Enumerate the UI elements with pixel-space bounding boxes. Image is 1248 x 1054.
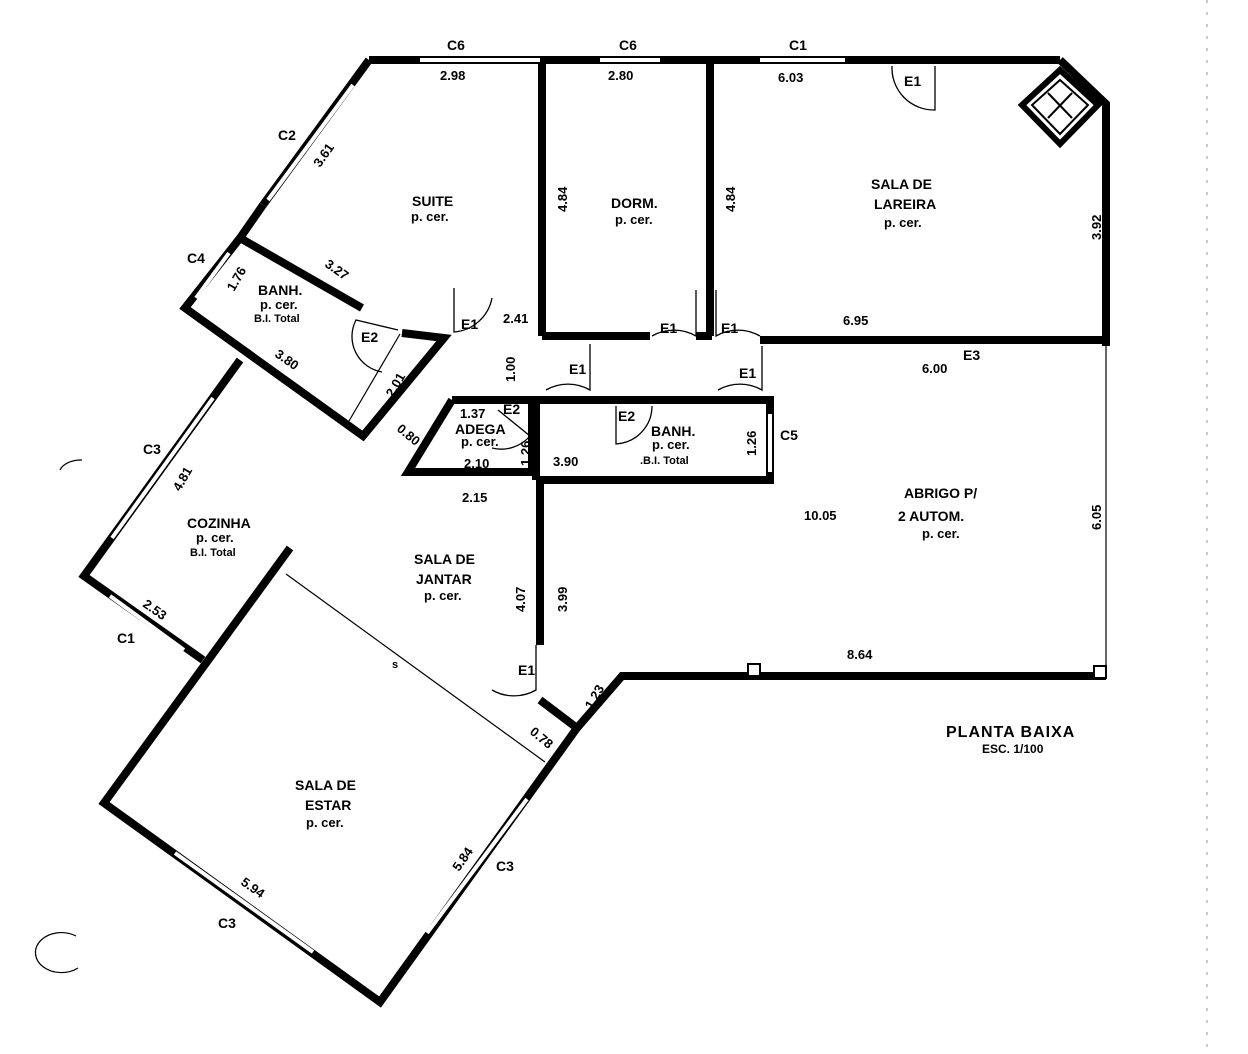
dim-390: 3.90 xyxy=(553,454,578,469)
plan-title-block: PLANTA BAIXA ESC. 1/100 xyxy=(946,724,1075,756)
scan-marks xyxy=(34,0,1208,1054)
tag-e1e: E1 xyxy=(739,365,756,381)
dim-327: 3.27 xyxy=(322,256,351,283)
tag-e1d: E1 xyxy=(569,361,586,377)
dim-600: 6.00 xyxy=(922,361,947,376)
dim-s: s xyxy=(392,659,398,671)
room-adega-floor: p. cer. xyxy=(461,434,499,449)
room-abrigo-name1: ABRIGO P/ xyxy=(904,485,977,501)
tag-c4: C4 xyxy=(187,250,205,266)
room-labels: SUITE p. cer. DORM. p. cer. SALA DE LARE… xyxy=(187,176,977,830)
dim-1005: 10.05 xyxy=(804,508,837,523)
room-lareira-floor: p. cer. xyxy=(884,215,922,230)
room-estar-name2: ESTAR xyxy=(305,797,351,813)
tag-c6b: C6 xyxy=(619,37,637,53)
room-abrigo-floor: p. cer. xyxy=(922,526,960,541)
dim-594: 5.94 xyxy=(238,874,268,901)
columns xyxy=(747,663,1107,679)
tag-e3: E3 xyxy=(963,347,980,363)
room-jantar-name1: SALA DE xyxy=(414,551,475,567)
dim-210: 2.10 xyxy=(464,456,489,471)
tags: C6 C6 C1 E1 C2 C4 E2 E1 E1 E1 E1 E1 E3 E… xyxy=(117,37,980,931)
dim-137: 1.37 xyxy=(460,406,485,421)
room-lareira-name1: SALA DE xyxy=(871,176,932,192)
dim-078: 0.78 xyxy=(527,724,556,752)
dim-126b: 1.26 xyxy=(744,431,759,456)
dim-605: 6.05 xyxy=(1089,505,1104,530)
fireplace-icon xyxy=(1017,65,1103,149)
room-estar-name1: SALA DE xyxy=(295,777,356,793)
dim-864: 8.64 xyxy=(847,647,873,662)
room-jantar-floor: p. cer. xyxy=(424,588,462,603)
dim-380: 3.80 xyxy=(272,346,301,373)
room-banh1-finish: B.I. Total xyxy=(254,313,300,325)
tag-e1-top: E1 xyxy=(904,73,921,89)
tag-e1b: E1 xyxy=(660,320,677,336)
tag-c2: C2 xyxy=(278,127,296,143)
tag-c1a: C1 xyxy=(789,37,807,53)
dim-126a: 1.26 xyxy=(518,441,533,466)
tag-c5: C5 xyxy=(780,427,798,443)
dim-484a: 4.84 xyxy=(555,186,570,212)
tag-e2c: E2 xyxy=(618,408,635,424)
tag-e1c: E1 xyxy=(721,320,738,336)
room-lareira-name2: LAREIRA xyxy=(874,196,936,212)
dim-481: 4.81 xyxy=(170,464,196,493)
dim-100: 1.00 xyxy=(503,357,518,382)
room-dorm-floor: p. cer. xyxy=(615,212,653,227)
room-banh1-name: BANH. xyxy=(258,282,302,298)
room-estar-floor: p. cer. xyxy=(306,815,344,830)
dim-399: 3.99 xyxy=(555,587,570,612)
dim-241: 2.41 xyxy=(503,311,528,326)
tag-e1a: E1 xyxy=(461,316,478,332)
room-cozinha-floor: p. cer. xyxy=(196,530,234,545)
tag-c6a: C6 xyxy=(447,37,465,53)
dim-392: 3.92 xyxy=(1089,215,1104,240)
room-cozinha-name: COZINHA xyxy=(187,515,251,531)
dim-298: 2.98 xyxy=(440,68,465,83)
dim-484b: 4.84 xyxy=(723,186,738,212)
room-jantar-name2: JANTAR xyxy=(416,571,472,587)
room-abrigo-name2: 2 AUTOM. xyxy=(898,508,964,524)
dim-695: 6.95 xyxy=(843,313,868,328)
tag-e1f: E1 xyxy=(518,662,535,678)
dim-361: 3.61 xyxy=(310,140,337,169)
tag-c3a: C3 xyxy=(143,441,161,457)
tag-c3c: C3 xyxy=(218,915,236,931)
tag-e2a: E2 xyxy=(361,329,378,345)
dim-215: 2.15 xyxy=(462,490,487,505)
dim-603: 6.03 xyxy=(778,70,803,85)
room-banh2-name: BANH. xyxy=(651,423,695,439)
room-suite-floor: p. cer. xyxy=(411,209,449,224)
windows xyxy=(108,58,845,954)
dim-280: 2.80 xyxy=(608,68,633,83)
room-cozinha-finish: B.I. Total xyxy=(190,547,236,559)
room-banh1-floor: p. cer. xyxy=(260,297,298,312)
room-dorm-name: DORM. xyxy=(611,195,658,211)
room-banh2-floor: p. cer. xyxy=(652,437,690,452)
plan-title: PLANTA BAIXA xyxy=(946,724,1075,741)
tag-c1b: C1 xyxy=(117,630,135,646)
doors xyxy=(351,65,936,697)
tag-c3b: C3 xyxy=(496,858,514,874)
room-adega-name: ADEGA xyxy=(455,421,506,437)
room-suite-name: SUITE xyxy=(412,193,453,209)
dim-176: 1.76 xyxy=(224,264,250,293)
tag-e2b: E2 xyxy=(503,401,520,417)
dim-407: 4.07 xyxy=(513,587,528,612)
room-banh2-finish: .B.I. Total xyxy=(640,455,689,467)
plan-scale: ESC. 1/100 xyxy=(982,742,1044,756)
dim-080: 0.80 xyxy=(394,421,423,449)
